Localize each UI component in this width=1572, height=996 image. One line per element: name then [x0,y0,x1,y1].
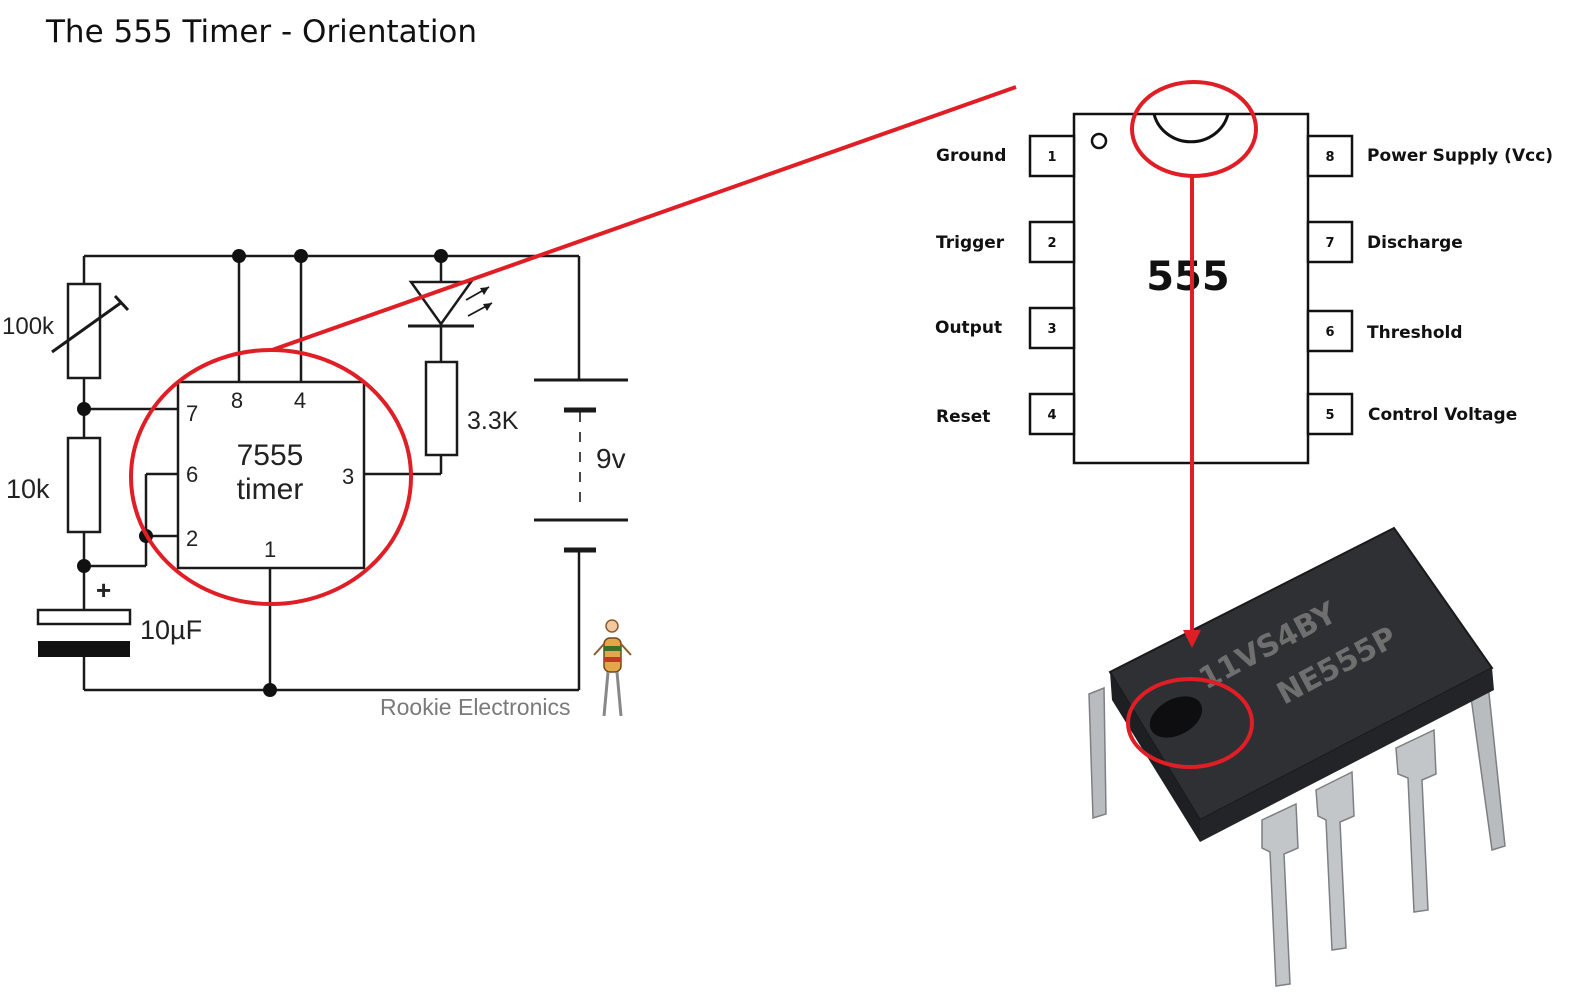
capacitor-polarity-label: + [96,575,111,605]
battery-label: 9v [596,443,626,474]
chip-side-face [1110,672,1200,842]
resistor-label: 10k [6,474,50,504]
chip-leg-front-1 [1261,802,1299,987]
pin-label-6: 6 [186,462,198,487]
arrow-head-icon [1183,630,1201,648]
pin-name-discharge: Discharge [1367,233,1463,253]
mascot-icon [593,619,632,717]
capacitor-label: 10µF [140,615,202,645]
chip-photo: 11VS4BY NE555P [1088,526,1506,987]
pin-name-reset: Reset [936,407,990,427]
pin-number-4: 4 [1047,408,1056,423]
pin-label-1: 1 [264,537,276,562]
pin-box-1 [1028,134,1076,178]
timer-highlight-circle [129,348,413,606]
pin-box-4 [1028,392,1076,436]
page-title: The 555 Timer - Orientation [46,14,478,50]
junction-dots [77,249,448,697]
pin-name-threshold: Threshold [1367,323,1463,343]
chip-notch [1152,113,1230,144]
credit-text: Rookie Electronics [380,694,570,720]
resistor-10k [66,436,102,534]
pin-number-2: 2 [1047,236,1056,251]
pin-box-6 [1306,309,1354,353]
pin-name-ground: Ground [936,146,1006,166]
chip-leg-back-4 [1469,682,1506,851]
pin-number-3: 3 [1047,322,1056,337]
chip-front-face [1200,668,1494,842]
highlight-annotations [129,80,1258,769]
pin-number-1: 1 [1047,150,1056,165]
capacitor-10uf [36,608,132,626]
pin-number-5: 5 [1325,408,1334,423]
photo-notch-highlight-circle [1126,677,1254,769]
pin-box-5 [1306,392,1354,436]
pin-box-2 [1028,220,1076,264]
pin-box-7 [1306,220,1354,264]
pin-label-3: 3 [342,464,354,489]
potentiometer-100k [66,282,102,380]
pot-label: 100k [2,313,55,340]
pin-name-output: Output [935,318,1002,338]
pin-name-control-voltage: Control Voltage [1368,405,1517,425]
pin-name-trigger: Trigger [936,233,1005,253]
pin-box-8 [1306,134,1354,178]
pin-box-3 [1028,306,1076,350]
chip-label: 555 [1146,254,1230,300]
circuit-schematic [36,254,628,692]
chip-notch-dimple [1149,696,1203,738]
pin-label-4: 4 [294,388,306,413]
pin-label-7: 7 [186,401,198,426]
pin-name-power-supply: Power Supply (Vcc) [1367,146,1553,166]
led-resistor-label: 3.3K [467,407,519,435]
zoom-connector-line [271,85,1017,352]
pin1-dot [1090,132,1108,150]
pin-number-8: 8 [1325,150,1334,165]
timer-label-line1: 7555 [237,439,304,472]
timer-label-line2: timer [237,473,304,506]
pin-label-2: 2 [186,526,198,551]
resistor-3-3k [424,360,459,457]
pin-number-7: 7 [1325,236,1334,251]
chip-leg-front-3 [1395,728,1437,913]
chip-leg-front-2 [1315,770,1355,951]
chip-leg-back-1 [1088,686,1107,820]
pin-number-6: 6 [1325,325,1334,340]
led-symbol [408,280,474,327]
pin-label-8: 8 [231,388,243,413]
